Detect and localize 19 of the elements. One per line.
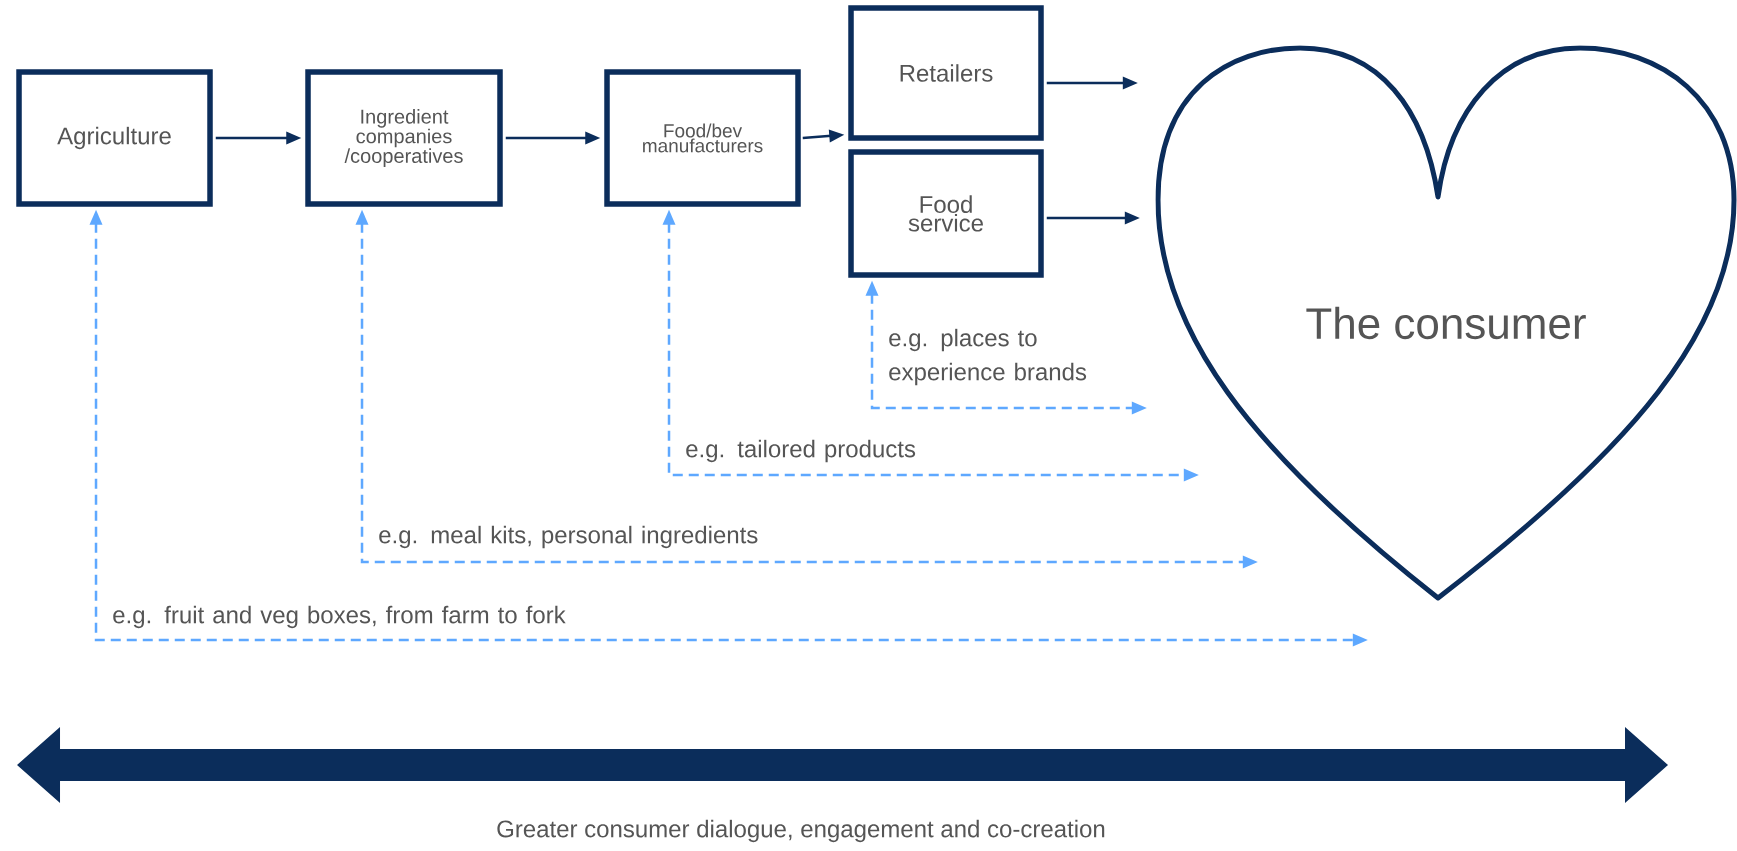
arrow	[505, 131, 601, 145]
arrow	[1046, 76, 1138, 90]
edge-label: e.g. meal kits, personal ingredients	[379, 525, 758, 549]
process-box: Food service	[848, 149, 1044, 278]
caption-text: Greater consumer dialogue, engagement and co-creation	[497, 819, 1105, 843]
process-box: Food/bev manufacturers	[604, 69, 801, 207]
edge-label: e.g. tailored products	[686, 439, 916, 463]
arrow	[215, 131, 302, 145]
process-box: Agriculture	[16, 69, 213, 207]
arrow	[355, 209, 1258, 569]
edge-label: e.g. places to experience brands	[889, 328, 1087, 386]
arrow	[89, 209, 1368, 647]
arrow	[662, 209, 1199, 482]
arrow	[802, 129, 845, 143]
arrow	[1046, 211, 1140, 225]
arrow	[865, 280, 1147, 415]
process-box: Ingredient companies /cooperatives	[305, 69, 503, 207]
edge-label: e.g. fruit and veg boxes, from farm to fork	[113, 605, 566, 629]
process-box: Retailers	[848, 5, 1044, 141]
